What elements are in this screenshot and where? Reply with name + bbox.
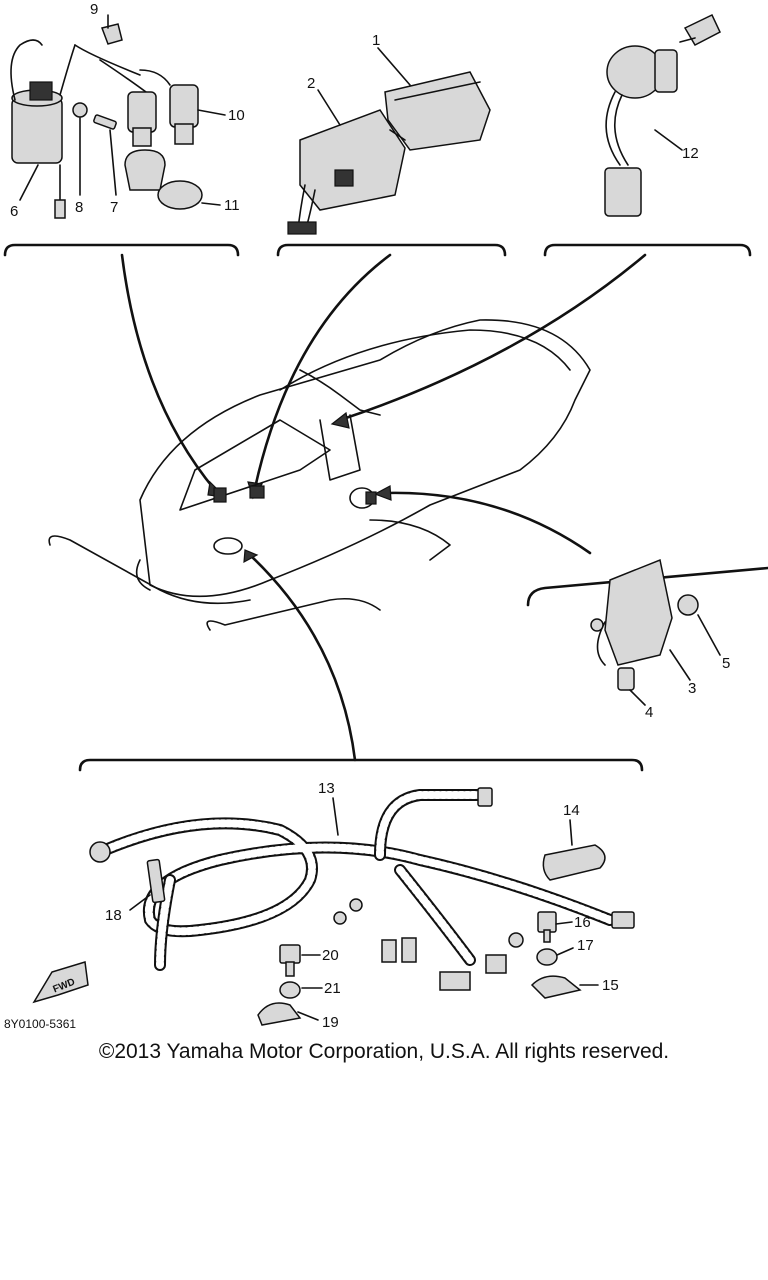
part-label-7: 7: [110, 199, 118, 216]
bracket-top-right: [543, 243, 752, 257]
snowmobile-outline: [48, 319, 591, 631]
cdi-units: [287, 71, 491, 235]
part-label-8: 8: [75, 199, 83, 216]
part-label-19: 19: [322, 1014, 339, 1031]
part-label-4: 4: [645, 704, 653, 721]
ignition-coil: [10, 39, 76, 219]
part-label-15: 15: [602, 977, 619, 994]
part-label-10: 10: [228, 107, 245, 124]
part-label-12: 12: [682, 145, 699, 162]
fwd-arrow-icon: FWD: [32, 961, 89, 1004]
part-label-11: 11: [224, 197, 240, 214]
part-label-17: 17: [577, 937, 594, 954]
copyright-notice: ©2013 Yamaha Motor Corporation, U.S.A. A…: [98, 1040, 670, 1063]
part-label-16: 16: [574, 914, 591, 931]
callout-leaders: [19, 14, 721, 1021]
part-label-20: 20: [322, 947, 339, 964]
part-label-21: 21: [324, 980, 341, 997]
main-switch: [604, 13, 721, 217]
part-label-13: 13: [318, 780, 335, 797]
bracket-top-middle: [276, 243, 507, 257]
bracket-bottom-harness: [78, 758, 644, 772]
voltage-regulator: [590, 558, 699, 691]
plug-caps: [74, 44, 199, 147]
part-label-18: 18: [105, 907, 122, 924]
drawing-code: 8Y0100-5361: [4, 1017, 76, 1031]
arrow-leaders: [120, 253, 647, 762]
part-label-14: 14: [563, 802, 580, 819]
part-label-3: 3: [688, 680, 696, 697]
harness-small-parts: [146, 844, 606, 1026]
part-label-9: 9: [90, 1, 98, 18]
ignition-small-parts: [72, 23, 203, 210]
part-label-6: 6: [10, 203, 18, 220]
part-label-5: 5: [722, 655, 730, 672]
part-label-2: 2: [307, 75, 315, 92]
bracket-top-left: [3, 243, 240, 257]
part-label-1: 1: [372, 32, 380, 49]
bracket-right-regulator: [526, 566, 768, 607]
wire-harness: [89, 787, 635, 991]
